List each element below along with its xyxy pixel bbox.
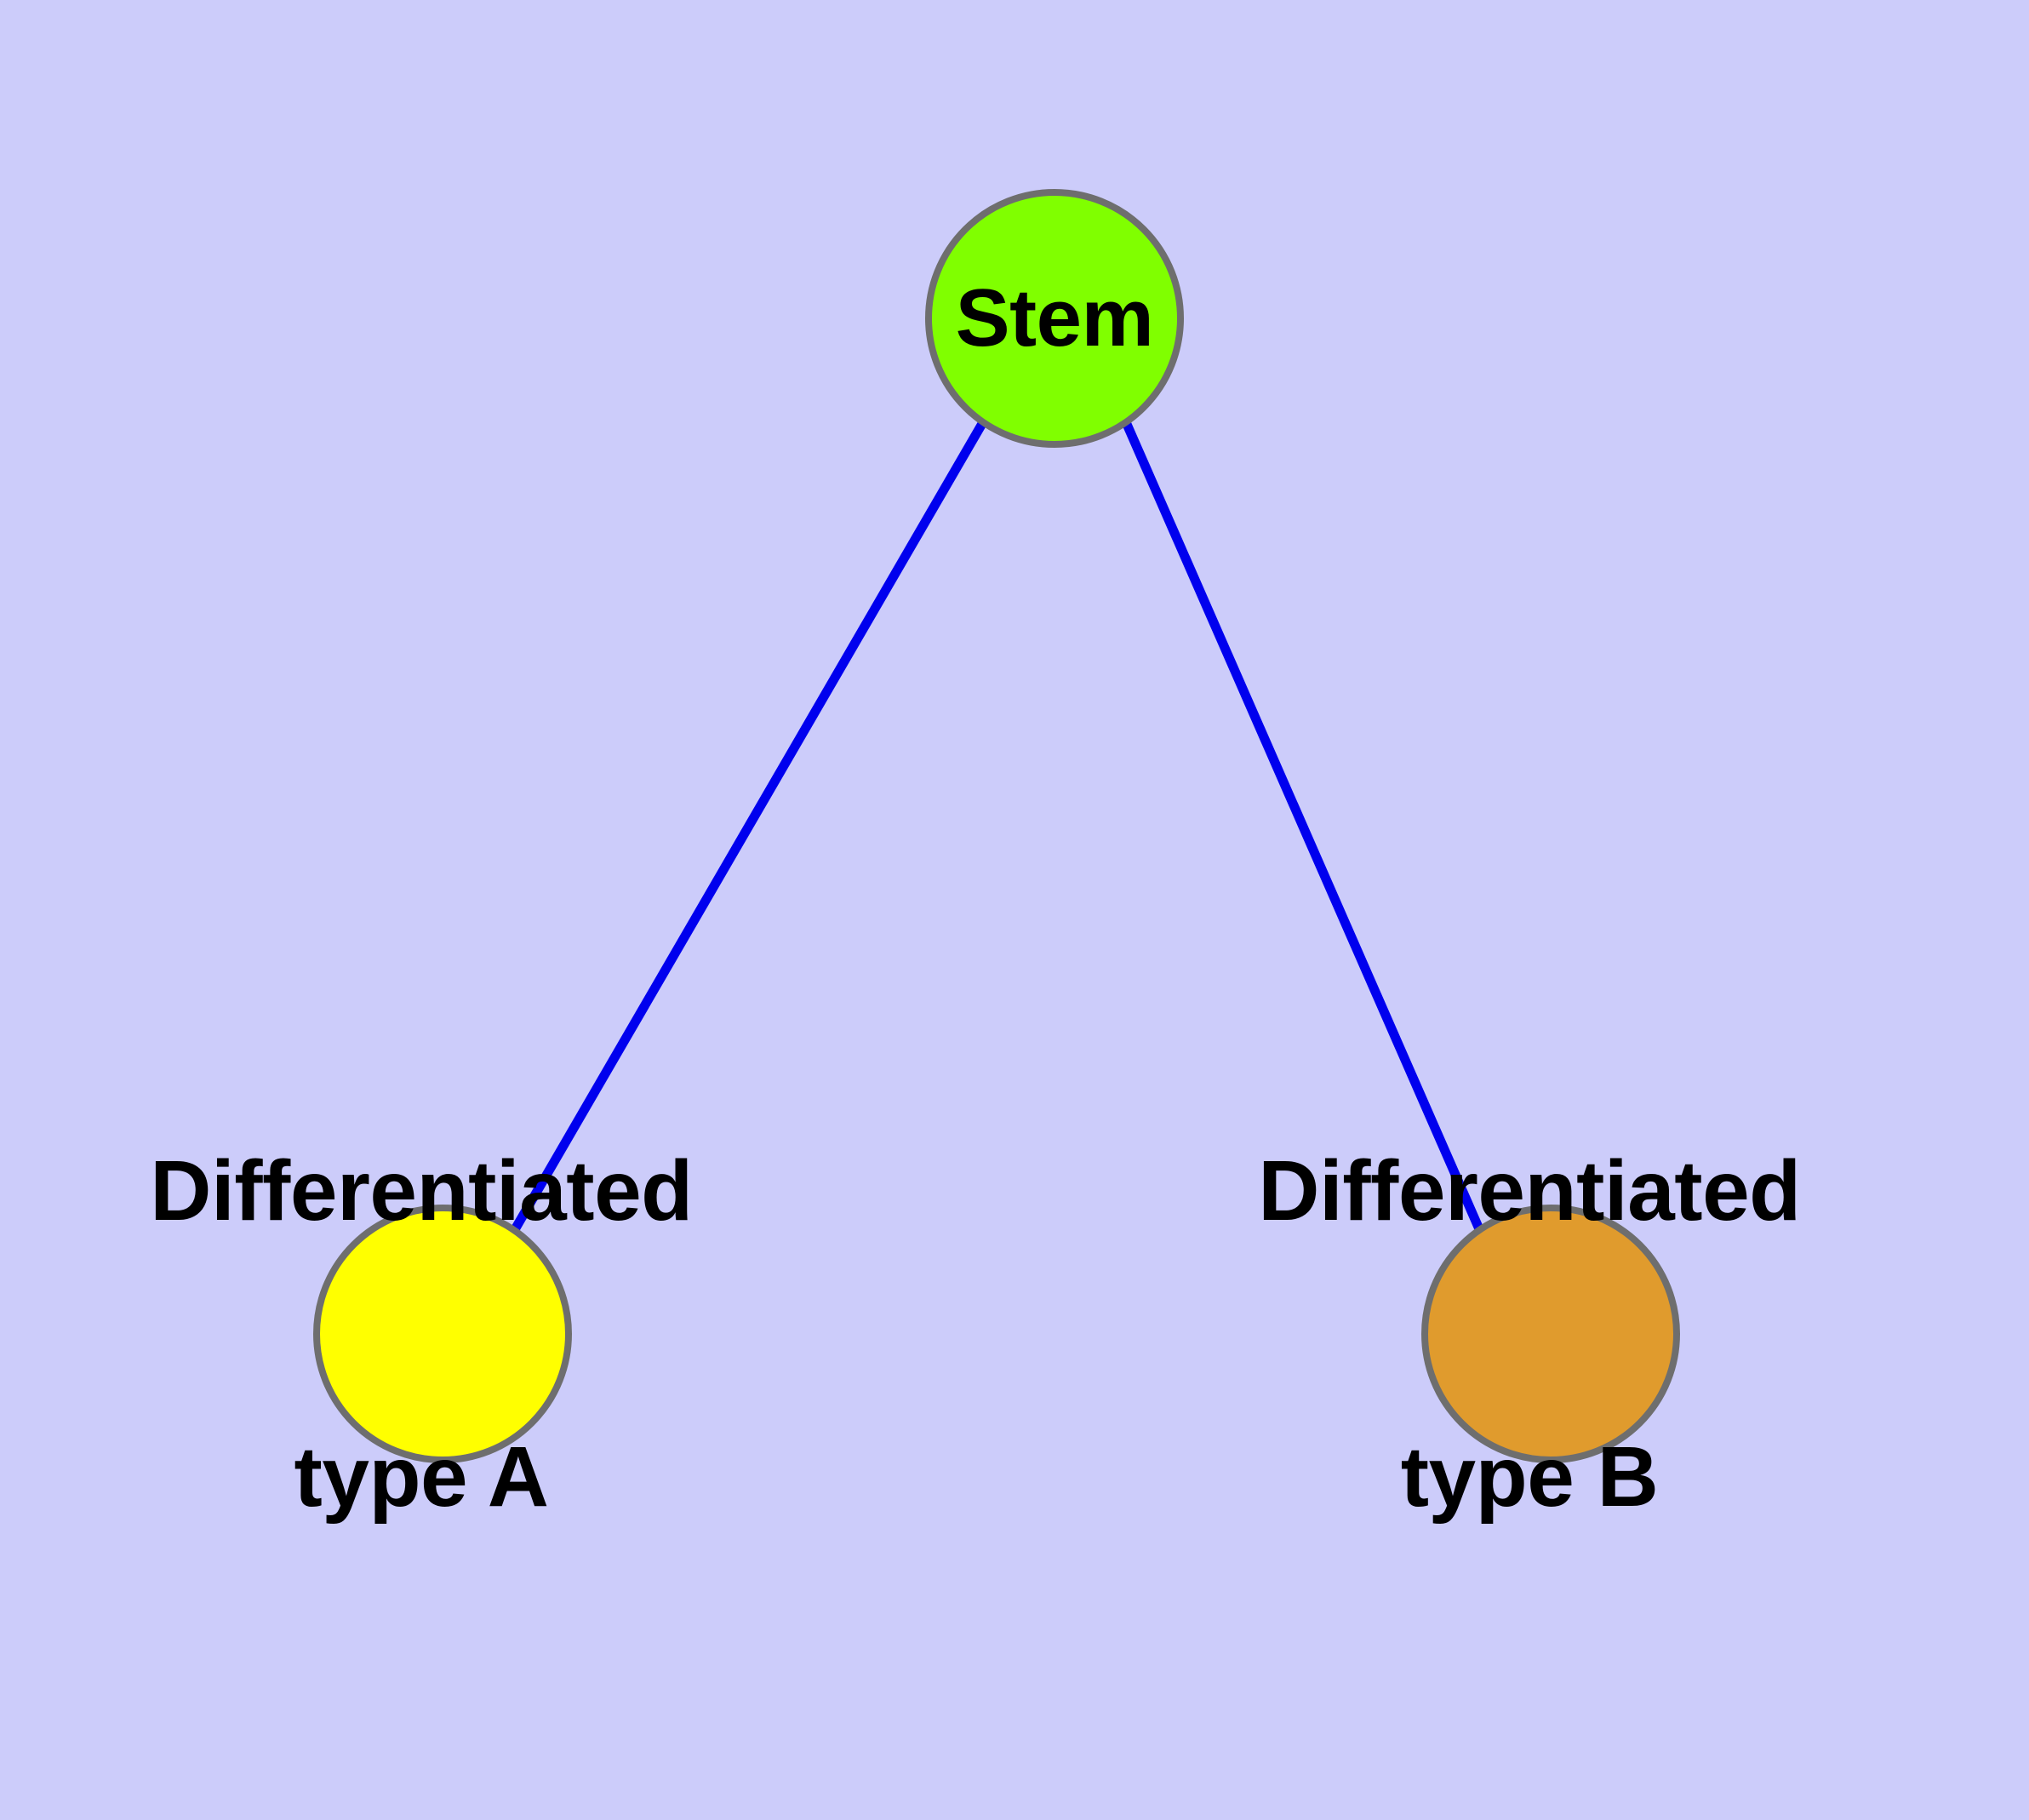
edge-layer	[510, 420, 1485, 1233]
node-stem[interactable]	[925, 189, 1184, 448]
node-differentiated-type-b[interactable]	[1421, 1205, 1680, 1463]
node-layer	[313, 189, 1680, 1463]
node-differentiated-type-a[interactable]	[313, 1205, 572, 1463]
edge-stem-to-differentiated-a	[510, 420, 987, 1233]
edge-stem-to-differentiated-b	[1121, 420, 1485, 1233]
